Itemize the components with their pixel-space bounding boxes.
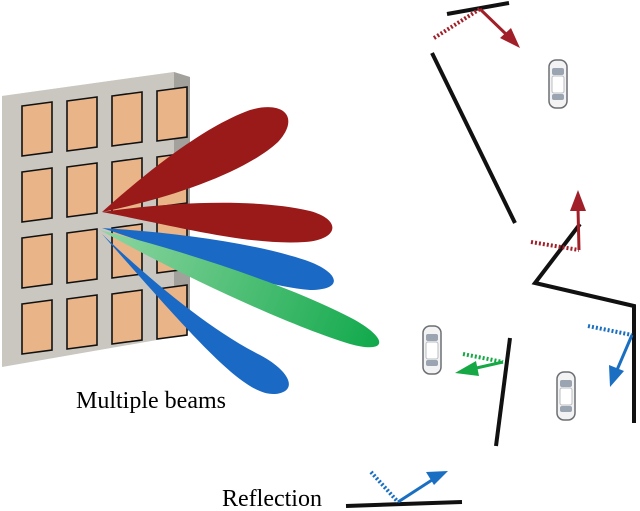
antenna-element <box>21 233 53 289</box>
reflected-ray-top <box>478 7 510 38</box>
car-windshield <box>560 380 572 387</box>
incident-ray-legend <box>369 470 400 504</box>
reflection-green <box>455 352 504 376</box>
wall-middle <box>494 337 512 447</box>
vehicles <box>422 59 576 421</box>
antenna-element <box>21 167 53 223</box>
beam-blue-lower <box>102 234 289 395</box>
antenna-array-panel <box>2 72 190 367</box>
antenna-element <box>111 91 143 147</box>
car-roof <box>425 341 439 360</box>
car-left <box>422 325 442 375</box>
car-top <box>548 59 568 109</box>
reflection-middle <box>530 190 586 252</box>
car-windshield <box>426 334 438 341</box>
antenna-element <box>111 289 143 345</box>
wall-top-long <box>430 52 517 224</box>
car-rear-window <box>552 94 564 100</box>
incident-ray-top <box>432 7 482 40</box>
antenna-element <box>66 228 98 284</box>
reflection-label: Reflection <box>222 486 322 511</box>
arrowhead-right <box>609 365 624 387</box>
incident-ray-right <box>587 324 633 337</box>
beam-blue-upper <box>102 228 334 290</box>
reflection-arrows <box>369 7 634 504</box>
wall-legend <box>345 500 463 508</box>
car-right <box>556 371 576 421</box>
arrowhead-top <box>500 28 520 48</box>
beams <box>100 107 380 395</box>
car-rear-window <box>426 360 438 366</box>
reflector-walls <box>345 1 636 508</box>
reflection-legend <box>369 470 448 504</box>
incident-ray-green <box>462 352 504 364</box>
incident-ray-middle <box>530 240 580 252</box>
car-rear-window <box>560 406 572 412</box>
antenna-element <box>21 101 53 157</box>
arrowhead-legend <box>426 471 448 485</box>
antenna-element <box>66 96 98 152</box>
car-roof <box>559 387 573 406</box>
beam-green <box>100 230 380 348</box>
antenna-element <box>21 299 53 355</box>
reflected-ray-right <box>615 334 634 371</box>
car-roof <box>551 75 565 94</box>
multiple-beams-label: Multiple beams <box>76 388 226 414</box>
arrowhead-middle <box>570 190 586 211</box>
antenna-element <box>156 86 188 142</box>
reflection-right <box>587 324 634 387</box>
car-windshield <box>552 68 564 75</box>
wall-corner <box>531 222 636 423</box>
arrowhead-green <box>455 361 479 376</box>
reflected-ray-legend <box>397 478 433 504</box>
antenna-element <box>66 294 98 350</box>
beam-red-middle <box>102 202 333 243</box>
reflected-ray-middle <box>576 207 581 251</box>
reflection-top <box>432 7 520 48</box>
beam-red-upper <box>102 107 289 212</box>
antenna-element <box>66 162 98 218</box>
